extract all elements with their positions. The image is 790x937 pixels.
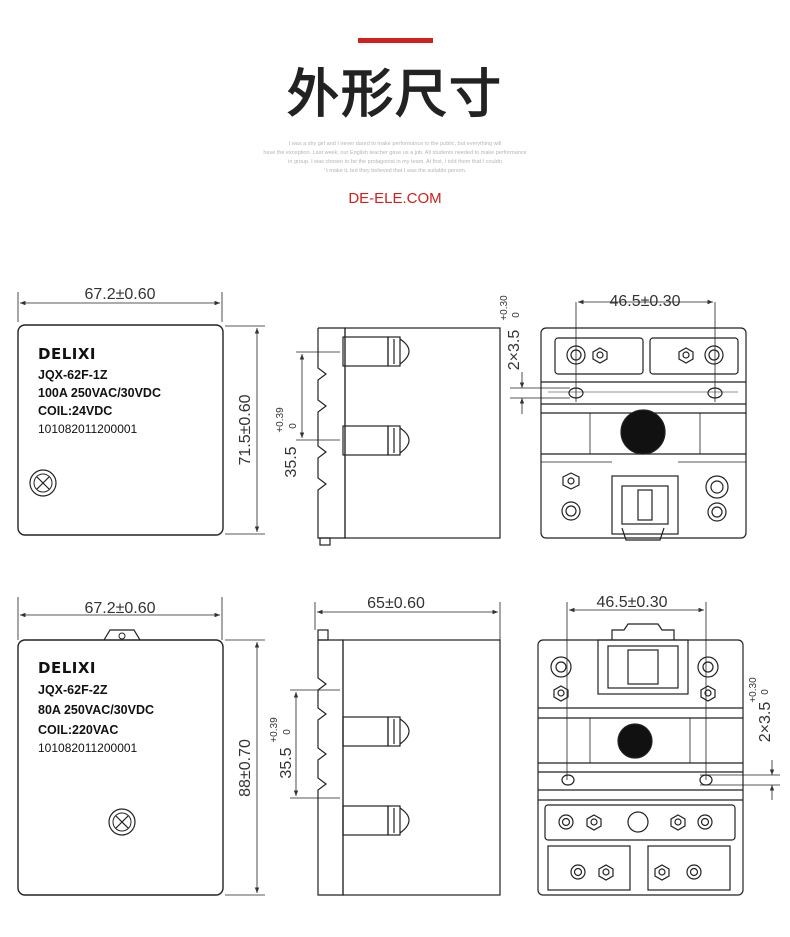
decorative-blurb: I was a shy girl and I never dared to ma… (220, 140, 570, 176)
relay-1z-serial: 101082011200001 (38, 422, 138, 436)
relay-1z-pitch-tol-plus: +0.39 (275, 407, 286, 433)
relay-2z-brand-logo: DELIXI (38, 659, 96, 677)
relay-2z-model: JQX-62F-2Z (38, 683, 108, 697)
relay-2z-pitch-tol-minus: 0 (282, 729, 293, 735)
relay-1z-pitch-tol-minus: 0 (288, 423, 299, 429)
relay-2z-pitch-dim: 35.5 (278, 747, 295, 778)
blurb-line: ' t make it, but they believed that I wa… (323, 168, 467, 174)
relay-2z-bottom-view (537, 602, 780, 896)
relay-2z-rating: 80A 250VAC/30VDC (38, 703, 154, 717)
page-title: 外形尺寸 (286, 65, 503, 125)
relay-1z-model: JQX-62F-1Z (38, 368, 108, 382)
relay-1z-coil: COIL:24VDC (38, 404, 112, 418)
relay-2z-hole-dim: 2×3.5 (757, 702, 774, 743)
relay-1z-bottom-view (510, 299, 747, 541)
relay-2z-side-view (290, 602, 501, 896)
relay-1z-width-dim: 67.2±0.60 (84, 286, 155, 303)
blurb-line: in group. I was chosen to be the protago… (288, 159, 502, 165)
relay-2z-pitch-tol-plus: +0.39 (269, 717, 280, 743)
relay-1z-height-dim: 71.5±0.60 (237, 394, 254, 465)
relay-1z-hole-dim: 2×3.5 (506, 330, 523, 371)
relay-1z-bottom-width-dim: 46.5±0.30 (609, 293, 680, 310)
relay-1z-hole-tol-minus: 0 (511, 312, 522, 318)
relay-1z-front-view (17, 292, 265, 536)
relay-1z-brand-logo: DELIXI (38, 345, 96, 363)
relay-2z-bottom-width-dim: 46.5±0.30 (596, 594, 667, 611)
relay-2z-width-dim: 67.2±0.60 (84, 600, 155, 617)
blurb-line: I was a shy girl and I never dared to ma… (288, 141, 502, 147)
relay-2z-height-dim: 88±0.70 (237, 739, 254, 797)
blurb-line: have the exception. Last week, our Engli… (263, 150, 527, 156)
relay-1z-rating: 100A 250VAC/30VDC (38, 386, 161, 400)
relay-1z-side-view (296, 327, 501, 546)
relay-2z-hole-tol-plus: +0.30 (748, 677, 759, 703)
relay-2z-front-view (17, 597, 265, 896)
relay-1z-pitch-dim: 35.5 (283, 446, 300, 477)
relay-2z-depth-dim: 65±0.60 (367, 595, 425, 612)
relay-2z-coil: COIL:220VAC (38, 723, 118, 737)
site-url: DE-ELE.COM (348, 190, 442, 207)
relay-2z-hole-tol-minus: 0 (760, 689, 771, 695)
title-accent-bar (358, 38, 433, 43)
relay-2z-serial: 101082011200001 (38, 741, 138, 755)
relay-1z-hole-tol-plus: +0.30 (499, 295, 510, 321)
